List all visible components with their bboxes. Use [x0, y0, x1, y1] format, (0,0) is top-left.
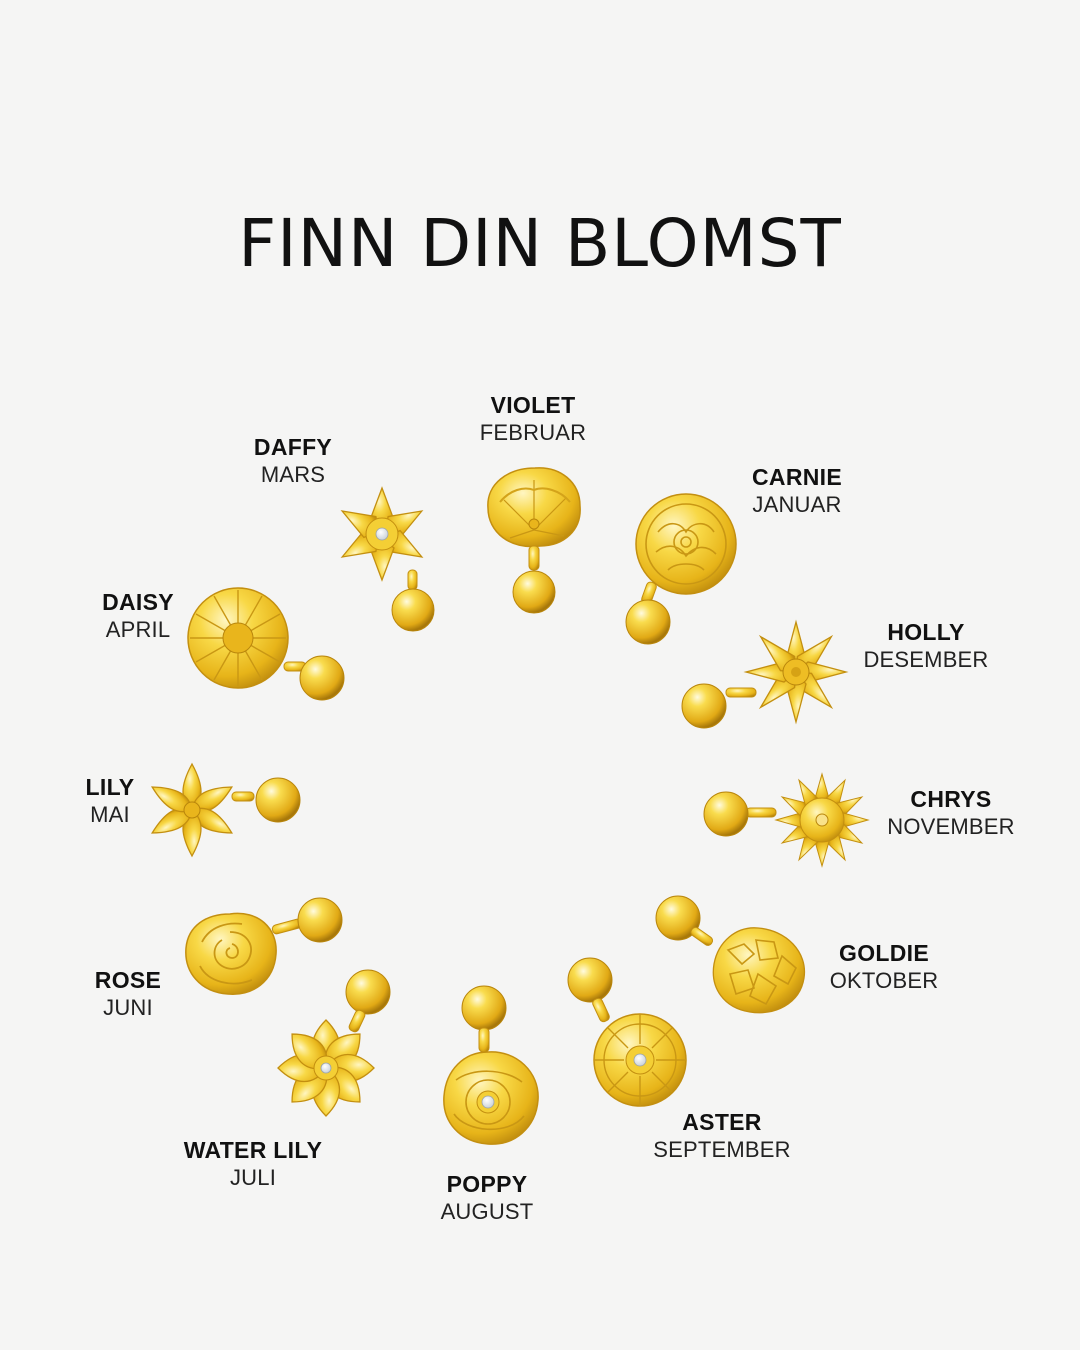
- chrys-charm-icon: [703, 772, 870, 868]
- flower-month: JUNI: [103, 995, 153, 1020]
- violet-charm-icon: [487, 467, 581, 614]
- flower-month: NOVEMBER: [887, 814, 1015, 839]
- label-aster: ASTER SEPTEMBER: [622, 1109, 822, 1163]
- holly-charm-icon: [681, 619, 849, 729]
- flower-name: POPPY: [446, 1171, 528, 1197]
- label-violet: VIOLET FEBRUAR: [433, 392, 633, 446]
- flower-month: APRIL: [105, 617, 171, 642]
- flower-name: DAISY: [102, 589, 174, 615]
- flower-name: WATER LILY: [183, 1137, 323, 1163]
- label-goldie: GOLDIE OKTOBER: [784, 940, 984, 994]
- flower-name: CARNIE: [752, 464, 842, 490]
- page-title: FINN DIN BLOMST: [238, 205, 842, 282]
- label-daffy: DAFFY MARS: [193, 434, 393, 488]
- flower-month: AUGUST: [440, 1199, 534, 1224]
- rose-charm-icon: [185, 897, 343, 995]
- goldie-charm-icon: [655, 895, 806, 1014]
- flower-name: ASTER: [682, 1109, 762, 1135]
- water-lily-charm-icon: [277, 969, 391, 1117]
- flower-month: OKTOBER: [829, 968, 939, 993]
- daisy-charm-icon: [187, 587, 345, 701]
- label-rose: ROSE JUNI: [28, 967, 228, 1021]
- label-holly: HOLLY DESEMBER: [826, 619, 1026, 673]
- flower-month: FEBRUAR: [479, 420, 587, 445]
- flower-month: DESEMBER: [863, 647, 989, 672]
- flower-month: JANUAR: [752, 492, 842, 517]
- flower-name: CHRYS: [910, 786, 992, 812]
- label-poppy: POPPY AUGUST: [387, 1171, 587, 1225]
- daffy-charm-icon: [340, 486, 435, 632]
- label-daisy: DAISY APRIL: [38, 589, 238, 643]
- flower-month: JULI: [229, 1165, 277, 1190]
- label-water-lily: WATER LILY JULI: [153, 1137, 353, 1191]
- flower-month: MAI: [90, 802, 130, 827]
- flower-name: LILY: [85, 774, 135, 800]
- flower-name: HOLLY: [887, 619, 965, 645]
- flower-name: VIOLET: [490, 392, 576, 418]
- flower-name: GOLDIE: [839, 940, 929, 966]
- label-lily: LILY MAI: [10, 774, 210, 828]
- label-chrys: CHRYS NOVEMBER: [851, 786, 1051, 840]
- flower-name: ROSE: [94, 967, 162, 993]
- flower-name: DAFFY: [253, 434, 333, 460]
- flower-month: MARS: [260, 462, 326, 487]
- lily-charm-icon: [150, 762, 301, 858]
- poppy-charm-icon: [443, 985, 539, 1145]
- carnie-charm-icon: [625, 493, 737, 645]
- aster-charm-icon: [567, 957, 687, 1107]
- flower-month: SEPTEMBER: [653, 1137, 791, 1162]
- label-carnie: CARNIE JANUAR: [697, 464, 897, 518]
